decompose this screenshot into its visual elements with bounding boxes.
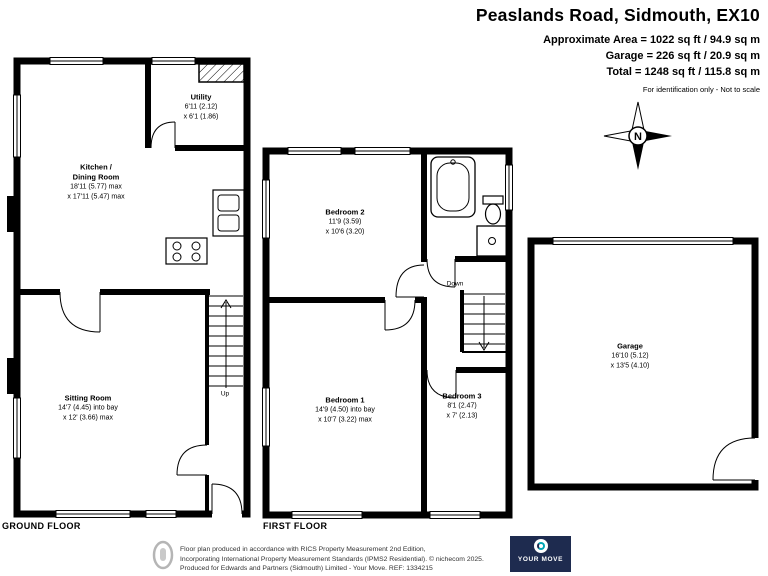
stairs-down-label: Down [446, 280, 464, 288]
bathroom-fixtures [430, 156, 508, 257]
ground-floor-walls [7, 57, 251, 518]
first-floor-caption: FIRST FLOOR [263, 521, 328, 531]
room-label-sitting-room: Sitting Room 14'7 (4.45) into bay x 12' … [58, 393, 118, 422]
your-move-emblem-icon [533, 539, 548, 553]
first-floor-doors [384, 258, 457, 399]
footer-line-3: Produced for Edwards and Partners (Sidmo… [180, 565, 433, 573]
header: Peaslands Road, Sidmouth, EX10 Approxima… [476, 5, 760, 94]
footer-line-2: Incorporating International Property Mea… [180, 555, 484, 563]
room-label-bedroom-1: Bedroom 1 14'9 (4.50) into bay x 10'7 (3… [315, 395, 375, 424]
room-label-garage: Garage 16'10 (5.12) x 13'5 (4.10) [610, 341, 650, 370]
page-title: Peaslands Road, Sidmouth, EX10 [475, 5, 760, 25]
first-floor-stairs [464, 293, 505, 351]
compass-icon: N [603, 101, 672, 170]
total-area: Total = 1248 sq ft / 115.8 sq m [606, 65, 760, 78]
garage-area: Garage = 226 sq ft / 20.9 sq m [605, 49, 760, 62]
first-floor-windows [262, 147, 513, 519]
ground-floor-caption: GROUND FLOOR [2, 521, 81, 531]
your-move-logo: YOUR MOVE [510, 536, 571, 572]
room-label-bedroom-3: Bedroom 3 8'1 (2.47) x 7' (2.13) [442, 391, 482, 420]
room-label-kitchen-dining: Kitchen / Dining Room 18'11 (5.77) max x… [67, 162, 125, 201]
footer-line-1: Floor plan produced in accordance with R… [180, 546, 426, 553]
your-move-brand: YOUR MOVE [517, 556, 564, 563]
first-floor-walls [262, 147, 513, 519]
compass-north-label: N [634, 131, 642, 143]
room-label-bedroom-2: Bedroom 2 11'9 (3.59) x 10'6 (3.20) [325, 207, 365, 236]
nichecom-badge-icon [152, 540, 174, 570]
ground-floor-doors [59, 121, 243, 515]
kitchen-fixtures [165, 189, 245, 265]
room-label-utility: Utility 6'11 (2.12) x 6'1 (1.86) [183, 92, 219, 121]
ground-floor-windows [13, 57, 196, 518]
approximate-area: Approximate Area = 1022 sq ft / 94.9 sq … [543, 34, 760, 46]
disclaimer: For identification only - Not to scale [642, 84, 760, 94]
stairs-up-label: Up [220, 390, 230, 398]
footer-disclaimer: Floor plan produced in accordance with R… [180, 545, 484, 574]
ground-floor-stairs [209, 295, 243, 388]
garage-walls [527, 237, 759, 491]
